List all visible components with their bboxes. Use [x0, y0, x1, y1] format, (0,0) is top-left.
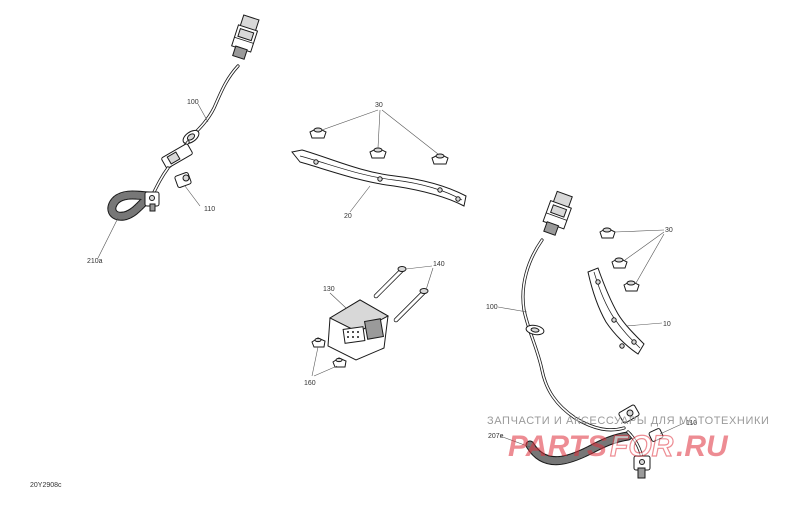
- leaders-right-nuts: [614, 229, 665, 284]
- watermark-text: ЗАПЧАСТИ И АКСЕССУАРЫ ДЛЯ МОТОТЕХНИКИ: [487, 415, 769, 427]
- leader-top-bracket: [349, 185, 371, 213]
- corrugated-tube-left: [107, 190, 155, 221]
- leader-module: [329, 292, 347, 309]
- speed-sensor-right: [626, 428, 664, 479]
- right-bracket: [587, 267, 645, 355]
- leader-right-bracket: [625, 322, 663, 327]
- nut-top-3: [431, 153, 449, 165]
- label-right-sensor: 110: [686, 420, 697, 427]
- harness-grommet-right: [525, 324, 545, 336]
- harness-clip: [161, 143, 193, 169]
- label-right-harness: 100: [486, 304, 498, 311]
- label-upper-left-sensor: 110: [204, 206, 215, 213]
- speed-sensor-left: [144, 172, 192, 212]
- right-nut-3: [623, 280, 640, 292]
- harness-grommet: [182, 129, 200, 145]
- label-right-nuts: 30: [665, 227, 673, 234]
- harness-connector-top: [231, 14, 260, 60]
- watermark: ЗАПЧАСТИ И АКСЕССУАРЫ ДЛЯ МОТОТЕХНИКИ PA…: [487, 415, 769, 464]
- pin-1: [373, 266, 407, 299]
- label-module: 130: [323, 286, 335, 293]
- corrugated-tube-right: [525, 431, 633, 466]
- nut-top-2: [369, 147, 387, 159]
- block-nuts: [311, 337, 347, 368]
- leaders-upper-left: [97, 103, 209, 259]
- label-upper-left-corrugated: 210a: [87, 258, 103, 265]
- right-clip: [618, 404, 640, 424]
- label-top-nuts: 30: [375, 102, 383, 109]
- top-bracket: [291, 149, 467, 207]
- watermark-brand-domain: .RU: [676, 430, 729, 463]
- watermark-brand-right: FOR: [610, 430, 674, 463]
- drawing-code: 20Y2908c: [30, 482, 62, 489]
- pins: [373, 266, 429, 323]
- top-nuts: [309, 127, 449, 165]
- leaders-pins: [405, 265, 434, 291]
- right-harness: [521, 190, 664, 479]
- block-nut-1: [311, 337, 326, 348]
- control-module: [327, 299, 390, 361]
- label-upper-left-harness: 100: [187, 99, 199, 106]
- leaders-top-nuts: [321, 109, 439, 155]
- label-top-bracket: 20: [344, 213, 352, 220]
- upper-left-harness: [107, 14, 260, 221]
- label-block-nuts: 160: [304, 380, 316, 387]
- pin-2: [393, 288, 429, 323]
- label-right-corrugated: 207e: [488, 433, 504, 440]
- watermark-brand-left: PARTS: [508, 430, 607, 463]
- block-nut-2: [332, 357, 347, 368]
- harness-connector-right: [542, 190, 573, 236]
- leaders-right-harness: [497, 306, 685, 448]
- label-pins: 140: [433, 261, 445, 268]
- right-nut-2: [611, 257, 628, 269]
- label-right-bracket: 10: [663, 321, 671, 328]
- right-nuts: [599, 227, 640, 292]
- right-nut-1: [599, 227, 616, 239]
- leaders-block-nuts: [311, 346, 338, 377]
